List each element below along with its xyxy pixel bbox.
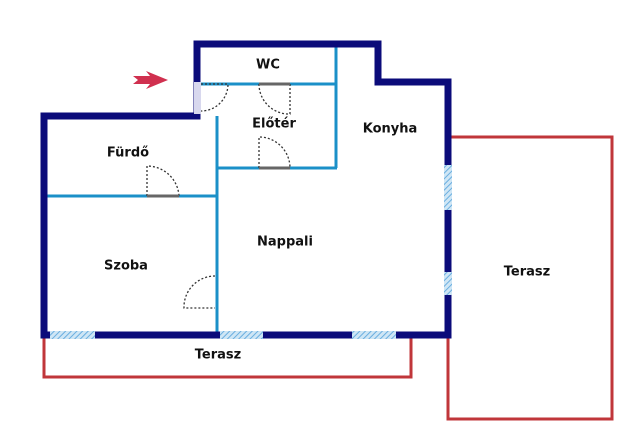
outer-walls xyxy=(40,40,452,339)
room-label-eloter: Előtér xyxy=(252,117,296,132)
terrace-bottom-outline xyxy=(42,338,413,379)
inner-walls xyxy=(44,44,338,335)
doors xyxy=(146,82,291,309)
room-label-terasz-bottom: Terasz xyxy=(195,348,241,363)
entrance-arrow-icon xyxy=(133,71,168,89)
room-label-terasz-right: Terasz xyxy=(504,265,550,280)
entrance-opening xyxy=(194,82,201,114)
room-label-konyha: Konyha xyxy=(363,122,418,137)
room-label-szoba: Szoba xyxy=(104,259,148,274)
room-label-wc: WC xyxy=(256,58,280,73)
windows xyxy=(50,165,452,339)
room-label-nappali: Nappali xyxy=(257,235,313,250)
room-label-furdo: Fürdő xyxy=(107,146,149,161)
